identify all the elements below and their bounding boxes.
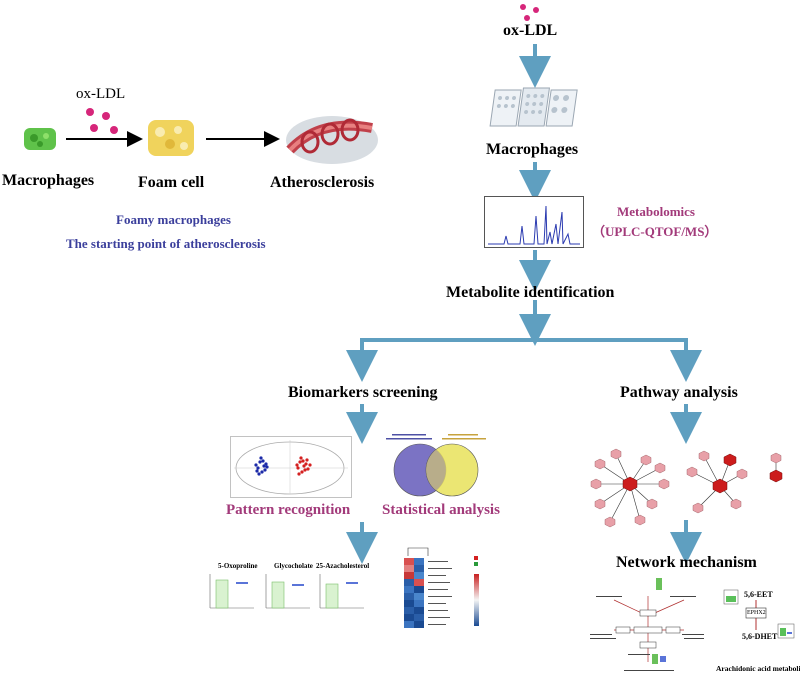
left-macrophages-label: Macrophages [2, 172, 95, 189]
left-oxldl-label: ox-LDL [76, 86, 126, 102]
note-foamy-macrophages: Foamy macrophages [116, 212, 231, 227]
eet-dhet-panel: 5,6-EET EPHX2 5,6-DHET [722, 584, 798, 668]
metabolomics-label: Metabolomics [617, 204, 695, 219]
bar-chart-title-3: 25-Azacholesterol [316, 562, 370, 570]
eet-label: 5,6-EET [744, 590, 773, 599]
biomarkers-screening-label: Biomarkers screening [288, 384, 438, 401]
chromatogram-icon [484, 196, 584, 248]
bar-chart-graphics [209, 574, 364, 609]
metabolite-identification-label: Metabolite identification [446, 284, 615, 301]
top-oxldl-particles-icon [520, 4, 539, 21]
bar-chart-title-2: Glycocholate [274, 562, 313, 570]
eet-dhet-graphic [723, 589, 795, 639]
network-mechanism-label: Network mechanism [616, 554, 757, 571]
left-atherosclerosis-label: Atherosclerosis [270, 174, 375, 191]
venn-diagram [386, 434, 486, 497]
pca-scatter-plot [230, 436, 352, 498]
dhet-label: 5,6-DHET [742, 632, 778, 641]
top-oxldl-label: ox-LDL [503, 22, 558, 39]
left-foam-cell-label: Foam cell [138, 174, 205, 191]
arachidonic-label: Arachidonic acid metabolism [716, 664, 800, 673]
enzyme-label: EPHX2 [747, 610, 766, 616]
heatmap [404, 547, 479, 628]
note-starting-point: The starting point of atherosclerosis [66, 236, 266, 251]
flow-macrophages-label: Macrophages [486, 141, 579, 158]
pathway-analysis-label: Pathway analysis [620, 384, 738, 401]
cell-culture-plates-icon [489, 87, 578, 127]
artery-icon [286, 116, 378, 164]
biomarker-bar-charts: 5-Oxoproline Glycocholate 25-Azacholeste… [206, 562, 386, 614]
network-mechanism-diagram [590, 578, 704, 671]
macrophage-cell-icon [24, 128, 56, 150]
uplc-label: （UPLC-QTOF/MS） [592, 224, 718, 239]
oxldl-particles-icon [86, 108, 118, 134]
bar-chart-title-1: 5-Oxoproline [218, 562, 258, 570]
statistical-analysis-label: Statistical analysis [382, 502, 500, 518]
foam-cell-icon [148, 120, 194, 156]
pathway-network [590, 448, 783, 528]
pattern-recognition-label: Pattern recognition [226, 502, 351, 518]
